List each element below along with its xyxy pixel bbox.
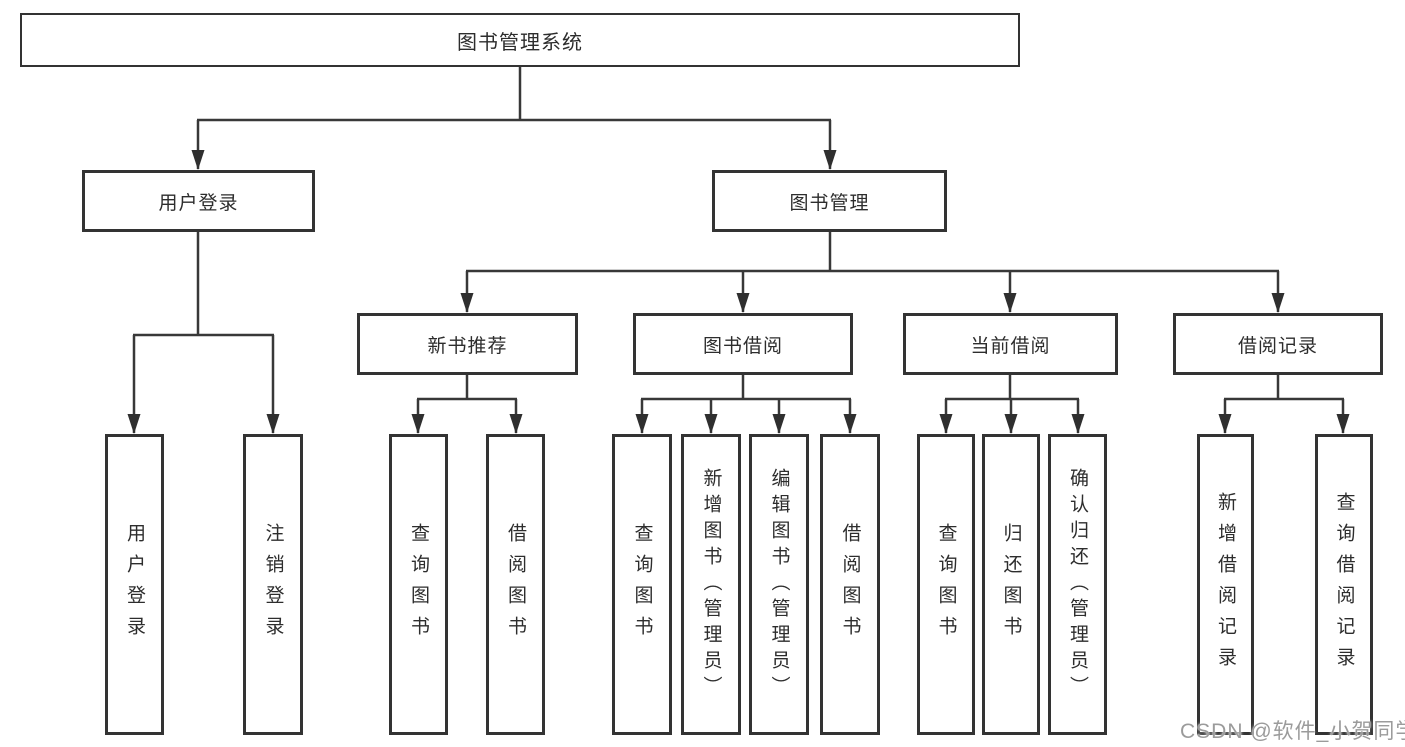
leaf-user-login-label: 用户登录 [124,522,145,647]
node-current-borrowing: 当前借阅 [903,313,1118,375]
node-book-management-label: 图书管理 [789,192,870,214]
leaf-record-query-borrow-record-label: 查询借阅记录 [1333,491,1355,678]
node-user-login-label: 用户登录 [158,192,239,214]
leaf-borrowing-edit-book-admin: 编辑图书（管理员） [749,434,809,735]
node-current-borrowing-label: 当前借阅 [970,335,1051,357]
leaf-user-login: 用户登录 [105,434,164,735]
node-new-book-recommend-label: 新书推荐 [427,335,508,357]
watermark: CSDN @软件_小贺同学 [1180,720,1405,743]
node-library-system-label: 图书管理系统 [457,31,583,54]
leaf-current-confirm-return-admin: 确认归还（管理员） [1048,434,1107,735]
leaf-current-return-books-label: 归还图书 [1000,522,1022,647]
leaf-logout-label: 注销登录 [262,522,284,647]
node-borrowing-records-label: 借阅记录 [1237,335,1318,357]
leaf-current-query-books-label: 查询图书 [935,522,957,647]
leaf-borrowing-query-books: 查询图书 [612,434,672,735]
leaf-current-query-books: 查询图书 [917,434,975,735]
leaf-borrowing-borrow-books: 借阅图书 [820,434,880,735]
node-user-login: 用户登录 [82,170,315,232]
leaf-borrowing-query-books-label: 查询图书 [631,522,653,647]
node-book-borrowing: 图书借阅 [633,313,853,375]
leaf-borrowing-borrow-books-label: 借阅图书 [839,522,861,647]
leaf-record-query-borrow-record: 查询借阅记录 [1315,434,1373,735]
leaf-current-return-books: 归还图书 [982,434,1040,735]
leaf-borrowing-edit-book-admin-label: 编辑图书（管理员） [768,467,790,702]
leaf-newbook-query-books-label: 查询图书 [408,522,429,647]
leaf-borrowing-add-book-admin-label: 新增图书（管理员） [700,467,722,702]
node-book-management: 图书管理 [712,170,947,232]
leaf-record-add-borrow-record: 新增借阅记录 [1197,434,1254,735]
leaf-record-add-borrow-record-label: 新增借阅记录 [1215,491,1236,678]
leaf-logout: 注销登录 [243,434,303,735]
leaf-newbook-borrow-books-label: 借阅图书 [505,522,526,647]
leaf-newbook-borrow-books: 借阅图书 [486,434,545,735]
leaf-newbook-query-books: 查询图书 [389,434,448,735]
node-new-book-recommend: 新书推荐 [357,313,578,375]
node-borrowing-records: 借阅记录 [1173,313,1383,375]
leaf-borrowing-add-book-admin: 新增图书（管理员） [681,434,741,735]
node-book-borrowing-label: 图书借阅 [702,335,783,357]
node-library-system: 图书管理系统 [20,13,1020,67]
leaf-current-confirm-return-admin-label: 确认归还（管理员） [1067,467,1088,702]
